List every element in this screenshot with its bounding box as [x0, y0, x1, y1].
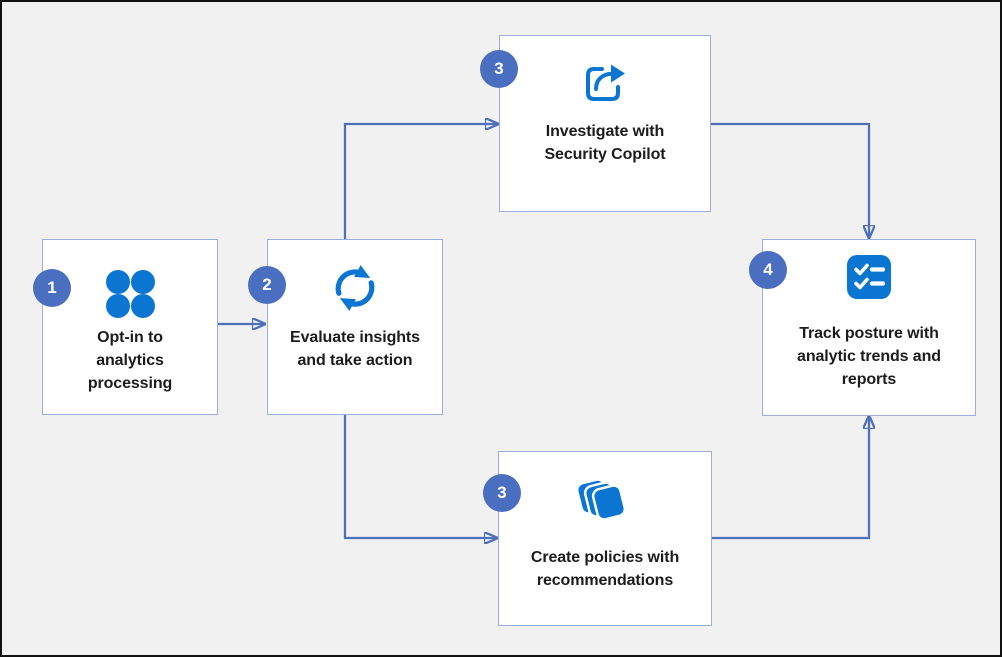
- step-number-badge: 4: [749, 251, 787, 289]
- step-box-create-policies: Create policies with recommendations: [498, 451, 712, 626]
- connector-step2-to-investigate: [343, 124, 498, 239]
- step-number-badge: 3: [480, 50, 518, 88]
- step-label: Investigate with Security Copilot: [544, 123, 666, 163]
- connector-step2-to-policies: [343, 414, 497, 538]
- step-box-opt-in: Opt-in to analytics processing: [42, 239, 218, 415]
- sync-arrows-icon: [335, 265, 375, 312]
- step-number-badge: 1: [33, 269, 71, 307]
- step-number-badge: 3: [483, 474, 521, 512]
- share-arrow-icon: [586, 64, 625, 101]
- stacked-cards-icon: [577, 478, 627, 521]
- connector-investigate-to-track: [710, 122, 869, 238]
- step-box-investigate: Investigate with Security Copilot: [499, 35, 711, 212]
- step-label: Track posture with analytic trends and r…: [797, 325, 941, 388]
- step-label: Opt-in to analytics processing: [87, 329, 173, 392]
- step-box-evaluate: Evaluate insights and take action: [267, 239, 443, 415]
- step-box-track-posture: Track posture with analytic trends and r…: [762, 239, 976, 416]
- step-number-badge: 2: [248, 266, 286, 304]
- apps-grid-icon: [105, 270, 155, 318]
- checklist-icon: [847, 255, 891, 299]
- step-label: Evaluate insights and take action: [290, 329, 420, 369]
- step-label: Create policies with recommendations: [530, 549, 680, 589]
- connector-policies-to-track: [712, 416, 869, 540]
